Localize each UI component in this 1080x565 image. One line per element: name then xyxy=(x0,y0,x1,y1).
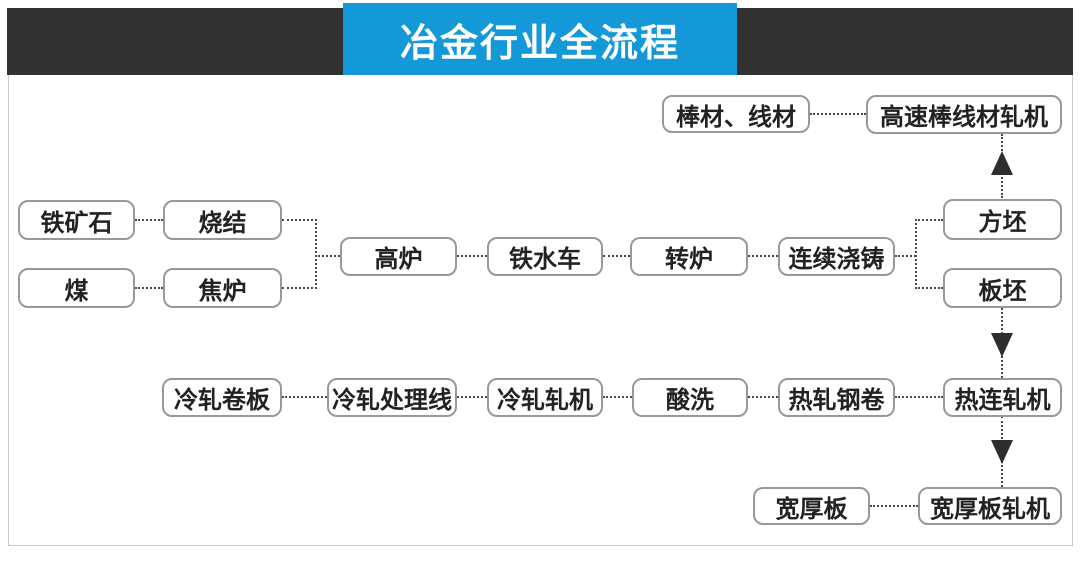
node-slab: 板坯 xyxy=(943,268,1062,308)
arrow-up-icon xyxy=(991,151,1013,175)
connector-hotstripmill-to-hotcoil xyxy=(895,396,943,398)
node-hot-strip-mill: 热连轧机 xyxy=(943,378,1062,417)
connector-junction-to-blastfurnace xyxy=(315,255,340,257)
connector-junction-to-slab xyxy=(915,287,943,289)
node-blast-furnace: 高炉 xyxy=(340,237,457,276)
connector-platemill-to-wideplate xyxy=(870,505,918,507)
node-continuous-casting: 连续浇铸 xyxy=(778,237,895,276)
connector-converter-to-casting xyxy=(748,255,778,257)
node-cold-rolled-coil: 冷轧卷板 xyxy=(162,378,282,417)
node-cold-rolling-mill: 冷轧轧机 xyxy=(487,378,603,417)
connector-processingline-to-coldcoil xyxy=(282,396,327,398)
connector-junction-left xyxy=(315,219,317,289)
arrow-down-icon xyxy=(991,333,1013,357)
node-hot-metal-car: 铁水车 xyxy=(487,237,603,276)
node-wide-heavy-plate: 宽厚板 xyxy=(753,487,870,525)
connector-pickling-to-coldmill xyxy=(603,396,632,398)
connector-blastfurnace-to-hotmetalcar xyxy=(457,255,487,257)
connector-coal-to-cokeoven xyxy=(135,287,163,289)
node-sintering: 烧结 xyxy=(163,200,282,240)
connector-junction-to-squarebillet xyxy=(915,219,943,221)
node-coal: 煤 xyxy=(18,268,135,308)
node-iron-ore: 铁矿石 xyxy=(18,200,135,240)
node-converter: 转炉 xyxy=(630,237,748,276)
page-title: 冶金行业全流程 xyxy=(343,3,737,75)
node-cold-rolling-processing-line: 冷轧处理线 xyxy=(327,378,457,417)
node-hot-rolled-coil: 热轧钢卷 xyxy=(778,378,895,417)
connector-casting-out xyxy=(895,255,916,257)
connector-sintering-out xyxy=(282,219,317,221)
node-products-bar-wire: 棒材、线材 xyxy=(662,95,810,133)
node-coke-oven: 焦炉 xyxy=(163,268,282,308)
connector-coldmill-to-processingline xyxy=(457,396,487,398)
connector-cokeoven-out xyxy=(282,287,317,289)
connector-products-to-mill xyxy=(810,113,866,115)
connector-hotcoil-to-pickling xyxy=(748,396,778,398)
connector-junction-right xyxy=(915,219,917,289)
connector-ironore-to-sintering xyxy=(135,219,163,221)
arrow-down-icon xyxy=(991,440,1013,464)
node-high-speed-bar-wire-mill: 高速棒线材轧机 xyxy=(866,95,1062,134)
node-pickling: 酸洗 xyxy=(632,378,748,417)
node-square-billet: 方坯 xyxy=(943,199,1062,240)
node-wide-heavy-plate-mill: 宽厚板轧机 xyxy=(918,487,1062,525)
connector-hotmetalcar-to-converter xyxy=(603,255,630,257)
